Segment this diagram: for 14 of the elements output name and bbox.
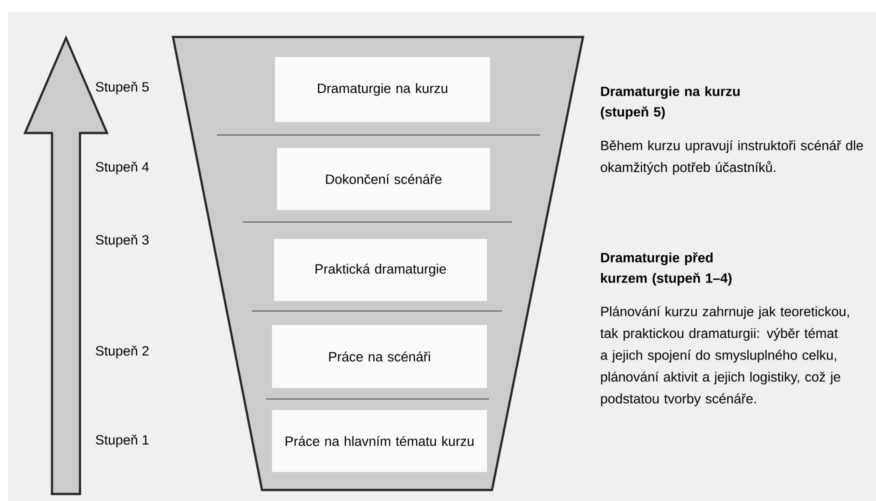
stage-box: Práce na hlavním tématu kurzu	[272, 410, 487, 472]
paragraph: Plánování kurzu zahrnuje jak teoretickou, tak praktickou dramaturgii: výběr témat a jejich spojení do smysluplného celku, plánování aktivit a jejich logistiky, což je podstatou tvorby scénáře.	[600, 306, 849, 406]
stage-label: Stupeň 3	[96, 234, 149, 248]
stage-label: Stupeň 4	[96, 162, 149, 174]
stage-box: Praktická dramaturgie	[274, 239, 487, 301]
paragraph: Během kurzu upravují instruktoři scénář dle okamžitých potřeb účastníků.	[600, 140, 863, 175]
stage-label: Stupeň 2	[96, 346, 149, 358]
stage-box: Dramaturgie na kurzu	[275, 57, 490, 122]
stage-label: Stupeň 1	[96, 434, 149, 448]
heading: Dramaturgie na kurzu (stupeň 5)	[600, 86, 740, 120]
heading: Dramaturgie před kurzem (stupeň 1–4)	[601, 252, 732, 286]
stage-box: Práce na scénáři	[272, 325, 487, 388]
stage-label: Stupeň 5	[96, 82, 149, 94]
stage-box: Dokončení scénáře	[277, 148, 490, 210]
